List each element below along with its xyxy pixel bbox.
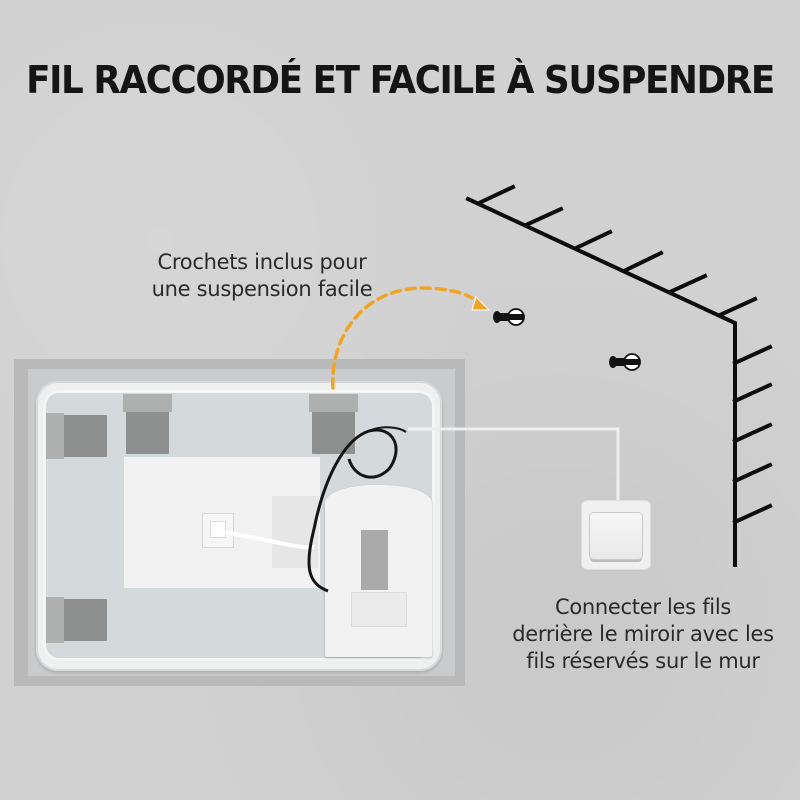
driver-plate [352,593,406,626]
wires-caption-line-2: derrière le miroir avec les [512,622,774,646]
page-title: FIL RACCORDÉ ET FACILE À SUSPENDRE [26,58,775,102]
mounting-bracket-top-left [123,394,172,454]
arrow-head-icon [471,296,491,311]
connector-line [408,427,620,501]
led-driver-box [325,485,432,657]
wall-hook-icon [493,308,525,326]
hooks-caption: Crochets inclus pour une suspension faci… [128,249,396,303]
wall-light-switch-icon [582,501,650,569]
wires-caption-line-3: fils réservés sur le mur [526,649,760,673]
wires-caption: Connecter les fils derrière le miroir av… [488,594,798,675]
dashed-arrow-icon [331,286,474,390]
driver-label [361,530,388,590]
switch-rocker [590,513,642,559]
cables [213,426,407,593]
wall-corner-icon [465,184,773,567]
mounting-bracket-side-bottom [46,597,107,643]
wall-hook-icon [609,353,641,371]
hooks-caption-line-2: une suspension facile [151,277,373,301]
hooks-caption-line-1: Crochets inclus pour [157,250,367,274]
mirror-back-photo [14,359,465,686]
wires-caption-line-1: Connecter les fils [554,595,732,619]
mounting-bracket-side-top [46,413,107,459]
